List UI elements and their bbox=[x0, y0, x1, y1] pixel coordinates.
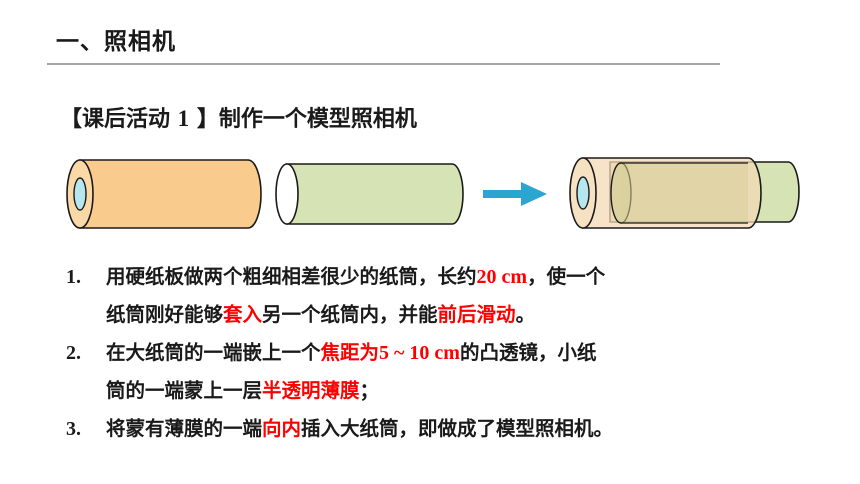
large-tube-image bbox=[66, 159, 262, 229]
step-text: 的凸透镜，小纸 bbox=[459, 341, 597, 364]
instruction-steps: 1. 用硬纸板做两个粗细相差很少的纸筒，长约20 cm，使一个 纸筒刚好能够套入… bbox=[66, 258, 826, 448]
step-text: 纸筒刚好能够 bbox=[106, 303, 224, 326]
highlight-text: 半透明薄膜 bbox=[262, 379, 360, 402]
step-number: 2. bbox=[66, 342, 81, 364]
activity-heading-suffix: 】制作一个模型照相机 bbox=[189, 107, 417, 132]
highlight-text: 5 ~ 10 cm bbox=[379, 342, 460, 364]
step-text: 插入大纸筒，即做成了模型照相机。 bbox=[301, 417, 614, 440]
step-3: 3. 将蒙有薄膜的一端向内插入大纸筒，即做成了模型照相机。 bbox=[66, 410, 826, 448]
small-tube-image bbox=[275, 163, 464, 225]
tube-illustration bbox=[66, 157, 800, 229]
activity-number: 1 bbox=[177, 106, 190, 131]
step-text: 。 bbox=[515, 303, 536, 326]
step-text: 在大纸筒的一端嵌上一个 bbox=[106, 341, 321, 364]
step-text: 另一个纸筒内，并能 bbox=[262, 303, 438, 326]
highlight-text: 向内 bbox=[262, 417, 302, 440]
step-text: ； bbox=[359, 379, 380, 402]
step-1: 1. 用硬纸板做两个粗细相差很少的纸筒，长约20 cm，使一个 纸筒刚好能够套入… bbox=[66, 258, 826, 334]
highlight-text: 20 cm bbox=[476, 266, 528, 288]
step-number: 1. bbox=[66, 266, 81, 288]
step-text: 用硬纸板做两个粗细相差很少的纸筒，长约 bbox=[106, 265, 477, 288]
step-text: 将蒙有薄膜的一端 bbox=[106, 417, 263, 440]
title-divider bbox=[47, 63, 720, 65]
activity-heading: 【课后活动 1 】制作一个模型照相机 bbox=[60, 101, 417, 133]
right-arrow-icon bbox=[483, 182, 547, 206]
highlight-text: 前后滑动 bbox=[437, 303, 516, 326]
assembled-camera-image bbox=[569, 157, 800, 229]
step-2: 2. 在大纸筒的一端嵌上一个焦距为5 ~ 10 cm的凸透镜，小纸 筒的一端蒙上… bbox=[66, 334, 826, 410]
step-text: 筒的一端蒙上一层 bbox=[106, 379, 263, 402]
step-text: ，使一个 bbox=[527, 265, 606, 288]
highlight-text: 套入 bbox=[223, 303, 263, 326]
highlight-text: 焦距为 bbox=[320, 341, 380, 364]
page-title: 一、照相机 bbox=[56, 29, 176, 55]
step-number: 3. bbox=[66, 418, 81, 440]
activity-heading-prefix: 【课后活动 bbox=[60, 107, 178, 132]
